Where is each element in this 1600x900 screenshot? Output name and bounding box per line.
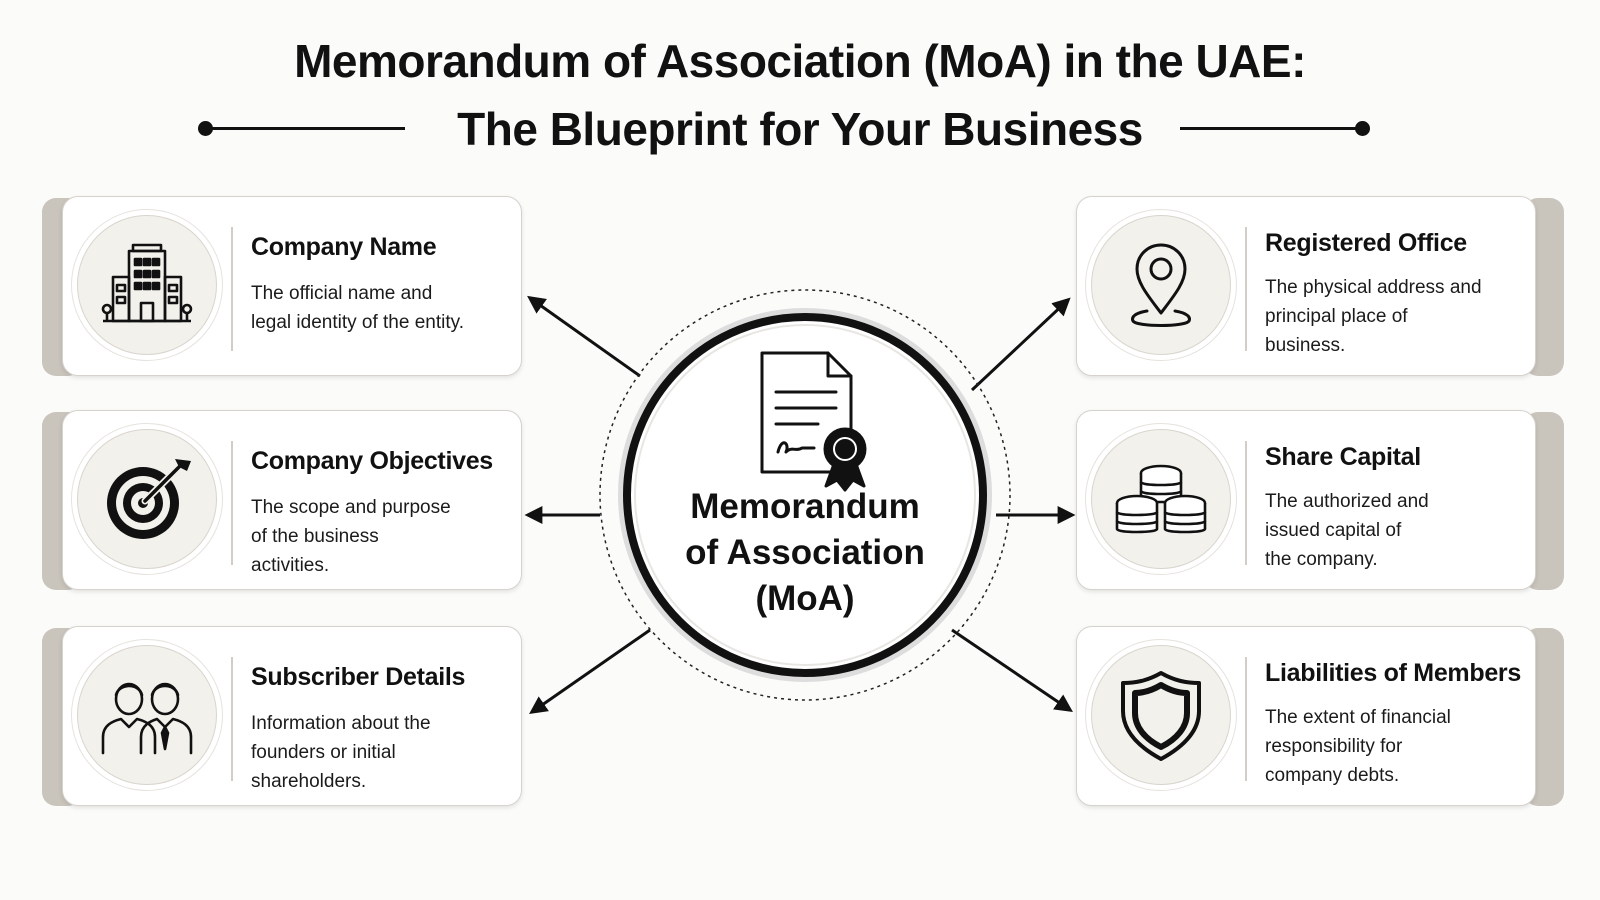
card-company-objectives: Company Objectives The scope and purpose…	[42, 410, 530, 592]
card-body: Share Capital The authorized and issued …	[1076, 410, 1536, 590]
card-description-line: The extent of financial	[1265, 707, 1451, 728]
decorative-line-left	[205, 127, 405, 130]
card-description: The extent of financial responsibility f…	[1265, 703, 1515, 790]
card-title: Share Capital	[1265, 443, 1421, 471]
card-title: Liabilities of Members	[1265, 659, 1521, 687]
card-description-line: issued capital of	[1265, 520, 1402, 541]
card-description-line: activities.	[251, 555, 330, 576]
card-liabilities-of-members: Liabilities of Members The extent of fin…	[1076, 626, 1564, 808]
center-label-line: of Association	[685, 533, 925, 572]
arrow-registered-office	[970, 297, 1071, 392]
card-divider	[1245, 657, 1247, 781]
card-description-line: The scope and purpose	[251, 497, 451, 518]
card-description: The physical address and principal place…	[1265, 273, 1515, 360]
icon-holder	[1085, 209, 1237, 361]
card-description-line: company debts.	[1265, 765, 1400, 786]
arrow-company-name	[527, 295, 641, 378]
center-label: Memorandum of Association (MoA)	[655, 484, 955, 622]
arrow-liabilities	[951, 628, 1073, 713]
card-company-name: Company Name The official name and legal…	[42, 196, 530, 378]
card-description-line: founders or initial	[251, 742, 396, 763]
card-description-line: legal identity of the entity.	[251, 312, 464, 333]
icon-holder	[71, 423, 223, 575]
shield-icon	[1121, 671, 1201, 761]
card-title: Company Objectives	[251, 447, 493, 475]
card-body: Company Name The official name and legal…	[62, 196, 522, 376]
card-description: Information about the founders or initia…	[251, 709, 501, 796]
card-body: Subscriber Details Information about the…	[62, 626, 522, 806]
coin-stacks-icon	[1115, 464, 1207, 534]
card-description-line: business.	[1265, 335, 1346, 356]
arrow-subscriber-details	[529, 628, 651, 715]
card-description: The scope and purpose of the business ac…	[251, 493, 501, 580]
certificate-document-icon	[760, 351, 867, 492]
office-building-icon	[101, 243, 193, 323]
icon-holder	[71, 639, 223, 791]
page-subtitle: The Blueprint for Your Business	[457, 103, 1143, 155]
card-body: Registered Office The physical address a…	[1076, 196, 1536, 376]
card-body: Liabilities of Members The extent of fin…	[1076, 626, 1536, 806]
card-subscriber-details: Subscriber Details Information about the…	[42, 626, 530, 808]
card-description-line: of the business	[251, 526, 379, 547]
card-description-line: shareholders.	[251, 771, 367, 792]
card-description-line: the company.	[1265, 549, 1378, 570]
card-description-line: Information about the	[251, 713, 431, 734]
icon-holder	[1085, 639, 1237, 791]
card-body: Company Objectives The scope and purpose…	[62, 410, 522, 590]
center-label-line: Memorandum	[690, 487, 920, 526]
card-divider	[1245, 441, 1247, 565]
card-description: The official name and legal identity of …	[251, 279, 501, 337]
card-registered-office: Registered Office The physical address a…	[1076, 196, 1564, 378]
decorative-dot-right	[1355, 121, 1370, 136]
card-divider	[231, 657, 233, 781]
card-divider	[231, 227, 233, 351]
card-divider	[231, 441, 233, 565]
card-share-capital: Share Capital The authorized and issued …	[1076, 410, 1564, 592]
card-description-line: The physical address and	[1265, 277, 1482, 298]
location-pin-icon	[1131, 243, 1191, 327]
icon-holder	[71, 209, 223, 361]
card-title: Subscriber Details	[251, 663, 466, 691]
center-label-line: (MoA)	[755, 579, 855, 618]
people-icon	[101, 682, 193, 755]
icon-holder	[1085, 423, 1237, 575]
target-arrow-icon	[107, 459, 191, 539]
card-divider	[1245, 227, 1247, 351]
center-hub	[599, 289, 1011, 701]
card-description-line: The official name and	[251, 283, 433, 304]
page-title: Memorandum of Association (MoA) in the U…	[294, 35, 1306, 87]
decorative-line-right	[1180, 127, 1362, 130]
card-description-line: principal place of	[1265, 306, 1408, 327]
card-description-line: The authorized and	[1265, 491, 1429, 512]
card-title: Company Name	[251, 233, 437, 261]
card-description: The authorized and issued capital of the…	[1265, 487, 1515, 574]
card-title: Registered Office	[1265, 229, 1467, 257]
card-description-line: responsibility for	[1265, 736, 1403, 757]
